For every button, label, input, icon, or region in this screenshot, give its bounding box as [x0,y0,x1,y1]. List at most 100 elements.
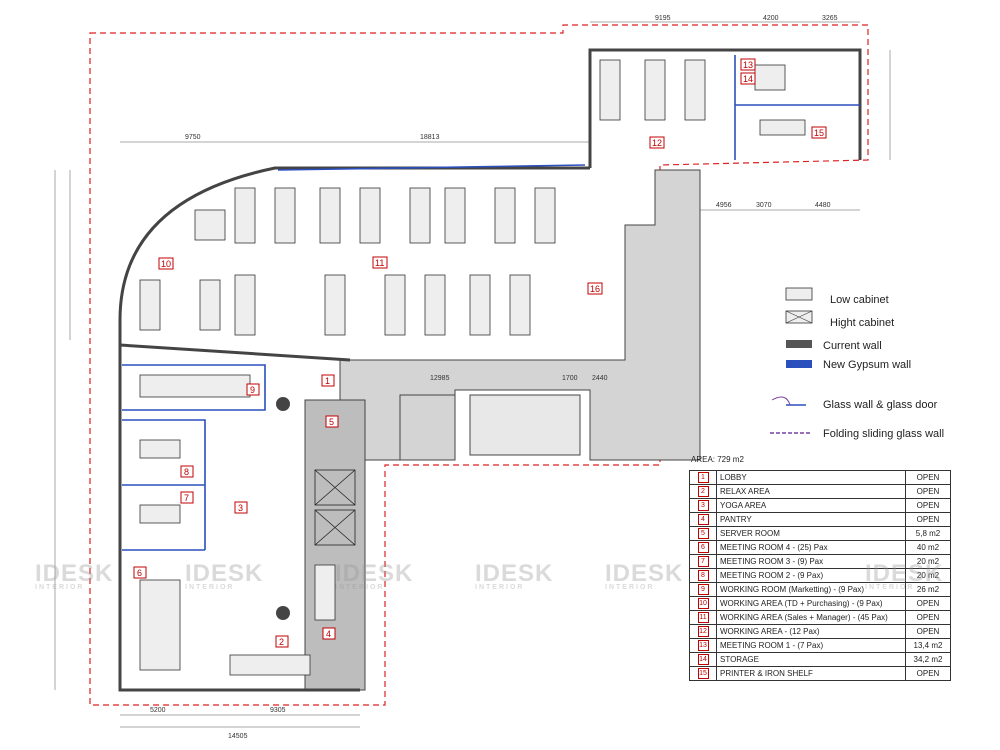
schedule-number-badge: 7 [697,556,709,567]
schedule-number-badge: 3 [697,500,709,511]
room-number-9: 9 [250,385,255,395]
room-number-16: 16 [590,284,600,294]
watermark-brand: IDESK [35,560,114,587]
watermark-sub: INTERIOR [475,584,525,591]
legend-label: Low cabinet [830,294,889,306]
watermark-brand: IDESK [475,560,554,587]
schedule-number: 9 [689,582,717,597]
watermark-sub: INTERIOR [605,584,655,591]
dim-corridor-1: 12985 [430,375,450,382]
dim-top-1: 9195 [655,15,671,22]
schedule-number: 1 [689,470,717,485]
schedule-number-badge: 4 [697,514,709,525]
dim-top-3: 3265 [822,15,838,22]
legend-item: Low cabinet [780,293,980,316]
room-numbers: 1 2 3 4 5 6 7 8 9 10 11 12 13 14 15 16 [133,58,827,648]
watermark-sub: INTERIOR [185,584,235,591]
schedule-number: 3 [689,498,717,513]
schedule-number: 15 [689,666,717,681]
schedule-room-name: WORKING AREA (Sales + Manager) - (45 Pax… [716,610,906,625]
schedule-number-badge: 10 [697,598,709,609]
dim-mid-1: 4956 [716,202,732,209]
schedule-number: 12 [689,624,717,639]
room-number-14: 14 [743,74,753,84]
schedule-room-name: SERVER ROOM [716,526,906,541]
schedule-room-name: YOGA AREA [716,498,906,513]
legend-item: Glass wall & glass door [780,398,980,421]
schedule-number-badge: 1 [697,472,709,483]
schedule-area-value: 13,4 m2 [905,638,951,653]
desk-clusters [139,59,806,676]
schedule-area-value: OPEN [905,484,951,499]
watermark-sub: INTERIOR [865,584,915,591]
elevators [314,469,356,546]
legend-label: Folding sliding glass wall [823,428,945,440]
room-number-1: 1 [325,376,330,386]
site-boundary [89,24,869,706]
room-number-12: 12 [652,138,662,148]
dimension-labels: 9195 4200 3265 9750 18813 4956 3070 4480… [150,15,838,740]
schedule-number: 4 [689,512,717,527]
schedule-area-value: OPEN [905,624,951,639]
watermark-brand: IDESK [865,560,944,587]
schedule-number: 13 [689,638,717,653]
schedule-row: 11 WORKING AREA (Sales + Manager) - (45 P… [689,610,951,625]
room-number-3: 3 [238,503,243,513]
schedule-number-badge: 15 [697,668,709,679]
legend-item: New Gypsum wall [780,358,980,381]
schedule-room-name: PANTRY [716,512,906,527]
schedule-number-badge: 13 [697,640,709,651]
schedule-area-value: 40 m2 [905,540,951,555]
dim-mid-3: 4480 [815,202,831,209]
schedule-number-badge: 8 [697,570,709,581]
dimension-lines [54,21,891,728]
schedule-area-value: OPEN [905,470,951,485]
legend-label: New Gypsum wall [823,359,912,371]
schedule-room-name: MEETING ROOM 4 - (25) Pax [716,540,906,555]
dim-corridor-2: 1700 [562,375,578,382]
schedule-area-value: OPEN [905,512,951,527]
watermark-brand: IDESK [605,560,684,587]
schedule-area-value: 5,8 m2 [905,526,951,541]
legend-item: Folding sliding glass wall [780,427,980,450]
schedule-room-name: MEETING ROOM 1 - (7 Pax) [716,638,906,653]
schedule-number-badge: 6 [697,542,709,553]
schedule-number-badge: 5 [697,528,709,539]
legend-item: Hight cabinet [780,316,980,339]
schedule-number-badge: 9 [697,584,709,595]
schedule-number: 11 [689,610,717,625]
schedule-number-badge: 12 [697,626,709,637]
schedule-number: 10 [689,596,717,611]
schedule-number-badge: 11 [697,612,709,623]
dim-bottom-2: 9305 [270,707,286,714]
room-number-4: 4 [326,629,331,639]
schedule-area-value: 34,2 m2 [905,652,951,667]
room-number-5: 5 [329,417,334,427]
watermark-sub: INTERIOR [35,584,85,591]
dim-corridor-3: 2440 [592,375,608,382]
core-areas [304,169,701,691]
schedule-area-value: OPEN [905,666,951,681]
legend-label: Glass wall & glass door [823,399,938,411]
schedule-room-name: PRINTER & IRON SHELF [716,666,906,681]
room-number-2: 2 [279,637,284,647]
total-area: AREA: 729 m2 [691,455,744,464]
schedule-number: 5 [689,526,717,541]
